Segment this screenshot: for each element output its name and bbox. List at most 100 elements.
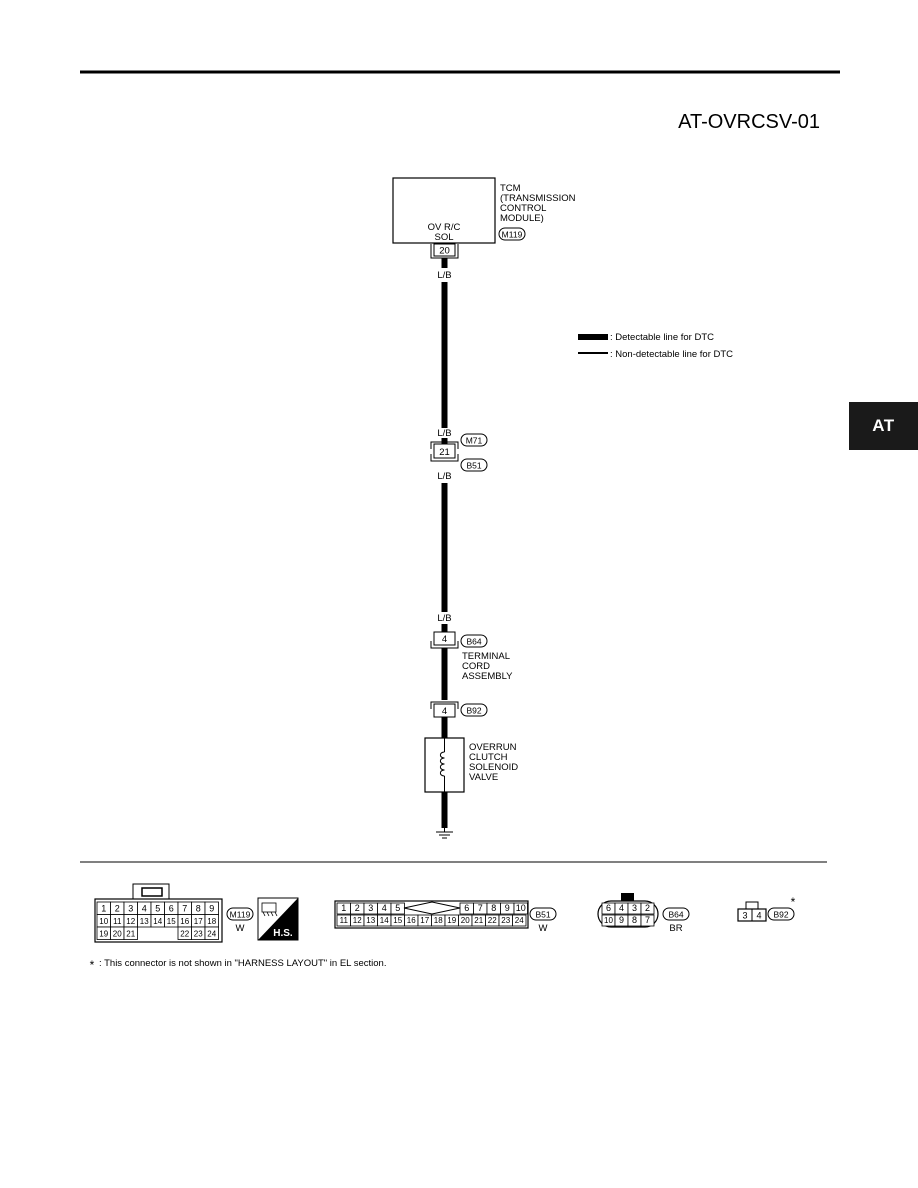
connector-b64-color: BR <box>669 923 682 934</box>
joint3-pin: 4 <box>442 706 447 717</box>
tcm-connector-tag <box>498 227 526 241</box>
connector-b51-color: W <box>539 923 548 934</box>
b64-pin-cell <box>640 914 655 927</box>
connector-b92-tag <box>767 907 795 921</box>
joint3-tag <box>460 703 488 717</box>
b64-pin: 6 <box>606 903 611 913</box>
tcm-connector-label: M119 <box>502 230 523 240</box>
m119-pin: 20 <box>113 930 122 939</box>
tcm-box <box>392 177 496 244</box>
wire-color-1: L/B <box>437 270 451 281</box>
b51-pin: 16 <box>407 916 416 925</box>
wire-color-4: L/B <box>437 613 451 624</box>
solenoid-label-line-3: SOLENOID <box>469 762 518 773</box>
connector-b92-pin-2: 4 <box>756 911 761 921</box>
tcm-title-line-4: MODULE) <box>500 213 544 224</box>
b64-pin: 9 <box>619 915 624 925</box>
m119-pin: 24 <box>207 930 216 939</box>
b51-pin: 15 <box>393 916 402 925</box>
b51-pin: 7 <box>478 903 483 913</box>
page-code: AT-OVRCSV-01 <box>678 111 820 133</box>
m119-pin: 23 <box>194 930 203 939</box>
b51-pin-cell <box>513 902 528 915</box>
joint1-connector-bottom: B51 <box>466 461 481 471</box>
legend-non-detectable-text: : Non-detectable line for DTC <box>610 349 733 360</box>
b51-pin: 18 <box>434 916 443 925</box>
b51-pin: 11 <box>340 916 349 925</box>
m119-pin: 7 <box>182 904 187 914</box>
connector-b92-pin-1: 3 <box>742 911 747 921</box>
m119-pin: 9 <box>209 904 214 914</box>
connector-b92-face: 3 4 <box>737 901 767 922</box>
b51-pin: 1 <box>341 903 346 913</box>
connector-m119-tag <box>226 907 254 921</box>
tcm-pin: 20 <box>439 246 450 257</box>
b64-pin: 10 <box>604 916 613 925</box>
connector-m119-id: M119 <box>230 910 251 920</box>
hs-label: H.S. <box>273 928 293 939</box>
m119-pin: 12 <box>126 917 135 926</box>
tcm-inner-line-2: SOL <box>434 232 453 243</box>
joint2-label-line-2: CORD <box>462 661 490 672</box>
m119-pin: 4 <box>142 904 147 914</box>
tcm-title-line-1: TCM <box>500 183 521 194</box>
connector-m119-color: W <box>236 923 245 934</box>
m119-pin: 17 <box>194 917 203 926</box>
m119-pin: 15 <box>167 917 176 926</box>
m119-pin: 5 <box>155 904 160 914</box>
legend-detectable-text: : Detectable line for DTC <box>610 332 714 343</box>
joint2-tag <box>460 634 488 648</box>
b51-pin: 6 <box>464 903 469 913</box>
b64-pin-cell <box>640 902 655 915</box>
b51-pin: 9 <box>505 903 510 913</box>
b64-pin: 8 <box>632 915 637 925</box>
connector-b92-mark: * <box>791 895 796 909</box>
b51-pin: 4 <box>382 903 387 913</box>
section-tab: AT <box>849 402 918 450</box>
joint1-tag-bottom <box>460 458 488 472</box>
m119-pin: 14 <box>153 917 162 926</box>
b51-pin: 5 <box>395 903 400 913</box>
joint1-connector-top: M71 <box>466 436 483 446</box>
joint2-pin-box <box>433 631 456 646</box>
b64-pin: 7 <box>645 915 650 925</box>
m119-pin: 1 <box>101 904 106 914</box>
solenoid-label-line-1: OVERRUN <box>469 742 517 753</box>
tcm-pin-box <box>433 243 456 257</box>
joint1-bracket-bottom <box>430 454 459 462</box>
joint2-connector: B64 <box>466 637 481 647</box>
joint2-pin: 4 <box>442 634 447 645</box>
tcm-inner-line-1: OV R/C <box>428 222 461 233</box>
footnote-text: : This connector is not shown in "HARNES… <box>99 958 386 969</box>
b51-pin: 22 <box>488 916 497 925</box>
connector-b51-id: B51 <box>535 910 550 920</box>
wire-color-3: L/B <box>437 471 451 482</box>
m119-pin: 6 <box>169 904 174 914</box>
b64-pin: 4 <box>619 903 624 913</box>
coil-icon <box>439 738 445 792</box>
b51-pin: 24 <box>515 916 524 925</box>
b51-pin: 3 <box>368 903 373 913</box>
m119-pin: 11 <box>113 917 122 926</box>
connector-b51-tag <box>529 907 557 921</box>
connector-b64-id: B64 <box>668 910 683 920</box>
footnote-star: * <box>90 958 95 972</box>
b64-pin: 3 <box>632 903 637 913</box>
connector-b64-tag <box>662 907 690 921</box>
tcm-title-line-3: CONTROL <box>500 203 546 214</box>
b51-pin: 12 <box>353 916 362 925</box>
m119-pin: 2 <box>115 904 120 914</box>
joint2-label-line-3: ASSEMBLY <box>462 671 513 682</box>
m119-pin: 16 <box>180 917 189 926</box>
m119-pin-cell <box>204 926 219 940</box>
wire-color-2: L/B <box>437 428 451 439</box>
joint1-pin-box <box>433 443 456 459</box>
ground-icon <box>436 828 453 839</box>
m119-pin: 13 <box>140 917 149 926</box>
m119-pin: 21 <box>126 930 135 939</box>
b51-pin: 23 <box>501 916 510 925</box>
m119-pin: 18 <box>207 917 216 926</box>
b51-pin-cell <box>512 914 527 927</box>
